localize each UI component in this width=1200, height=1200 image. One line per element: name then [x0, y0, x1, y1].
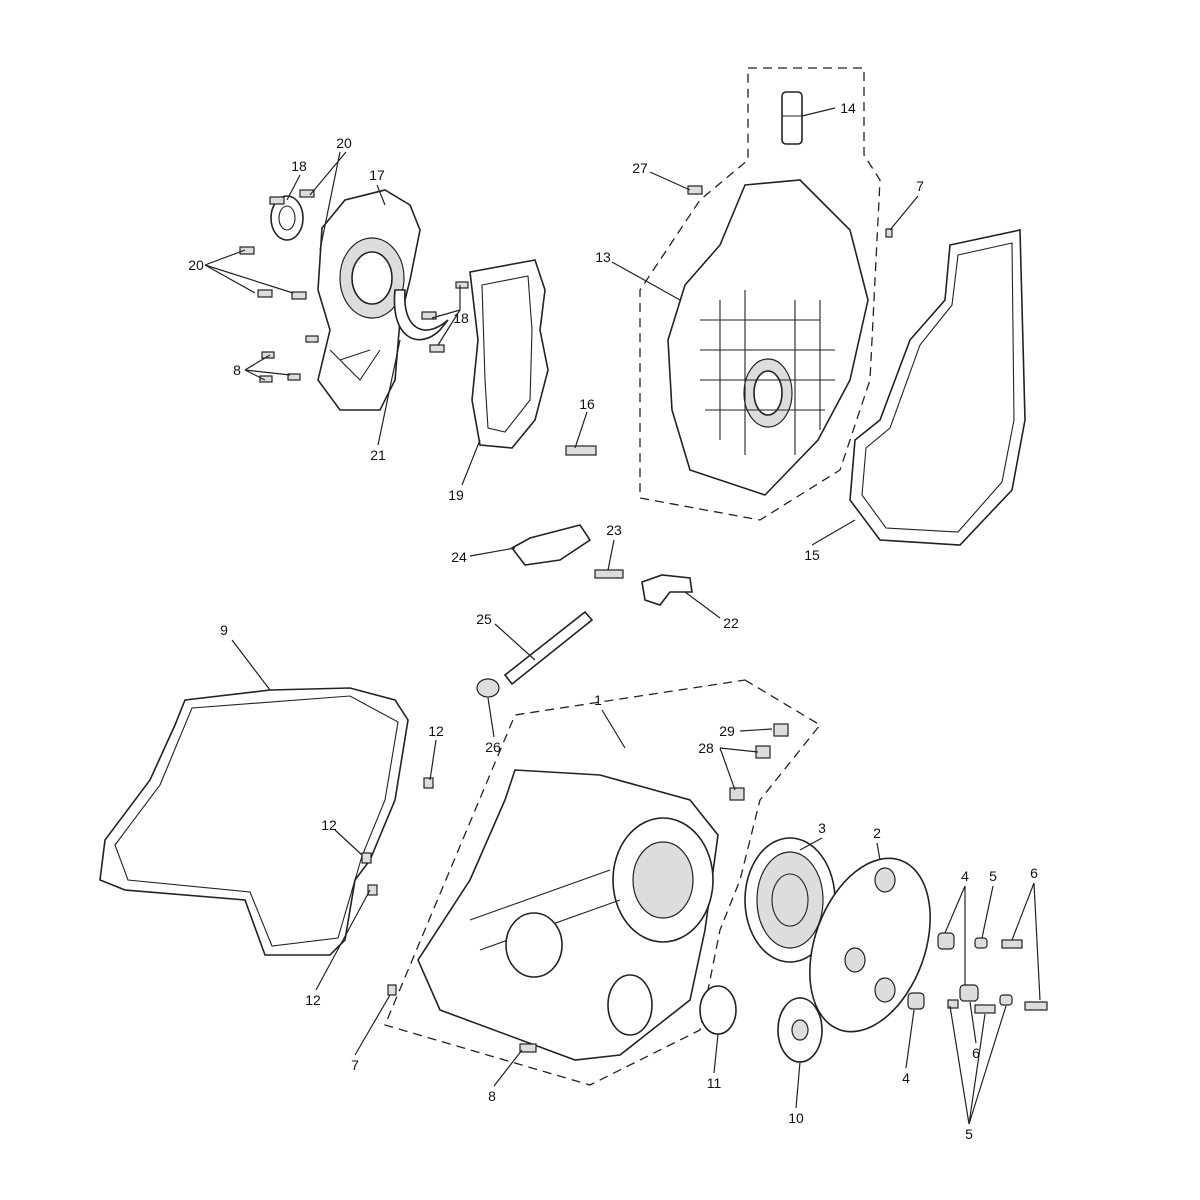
gasket-15: [849, 229, 1026, 546]
sump-gasket-9: [99, 687, 409, 956]
callout-12: 12: [428, 723, 444, 739]
callout-17: 17: [369, 167, 385, 183]
group-outline-1: [384, 679, 821, 1086]
callout-19: 19: [448, 487, 464, 503]
seal-18: [270, 195, 304, 241]
bolt-27: [687, 185, 703, 195]
callout-21: 21: [370, 447, 386, 463]
callout-8: 8: [233, 362, 241, 378]
callout-15: 15: [804, 547, 820, 563]
callout-6: 6: [972, 1045, 980, 1061]
gasket-21: [393, 289, 449, 341]
plug-28a: [755, 745, 771, 759]
dowel-7-top: [885, 228, 893, 238]
callout-20: 20: [336, 135, 352, 151]
callout-18: 18: [291, 158, 307, 174]
callout-23: 23: [606, 522, 622, 538]
group-outline-13: [639, 67, 881, 521]
callout-7: 7: [351, 1057, 359, 1073]
plug-28b: [729, 787, 745, 801]
callout-7: 7: [916, 178, 924, 194]
callout-3: 3: [818, 820, 826, 836]
callout-18: 18: [453, 310, 469, 326]
callout-6: 6: [1030, 865, 1038, 881]
callout-29: 29: [719, 723, 735, 739]
bolt-12c: [367, 884, 378, 896]
alternator-cover-1: [417, 769, 719, 1061]
callout-20: 20: [188, 257, 204, 273]
cover-plate-2: [809, 857, 931, 1033]
callout-4: 4: [902, 1070, 910, 1086]
gasket-19: [469, 259, 549, 449]
bolt-23: [594, 569, 624, 579]
bolts-20-8: [239, 189, 469, 383]
callout-10: 10: [788, 1110, 804, 1126]
callout-16: 16: [579, 396, 595, 412]
callout-1: 1: [594, 692, 602, 708]
callout-26: 26: [485, 739, 501, 755]
callout-28: 28: [698, 740, 714, 756]
dowel-14: [781, 91, 803, 145]
callout-11: 11: [707, 1075, 722, 1091]
o-ring-11: [699, 985, 737, 1035]
callout-5: 5: [965, 1126, 973, 1142]
callout-25: 25: [476, 611, 492, 627]
callout-12: 12: [321, 817, 337, 833]
shaft-25: [503, 610, 594, 686]
callout-14: 14: [840, 100, 856, 116]
callout-5: 5: [989, 868, 997, 884]
bolt-16: [565, 445, 597, 456]
callout-12: 12: [305, 992, 321, 1008]
callout-13: 13: [595, 249, 611, 265]
callout-2: 2: [873, 825, 881, 841]
callout-27: 27: [632, 160, 648, 176]
spring-26: [476, 678, 500, 698]
clutch-cover-13: [667, 179, 869, 496]
callout-22: 22: [723, 615, 739, 631]
plug-29: [773, 723, 789, 737]
bolt-12b: [361, 852, 372, 864]
front-cover-17: [317, 189, 421, 411]
bracket-24: [510, 524, 592, 566]
bolt-8-bottom: [519, 1043, 537, 1053]
callout-4: 4: [961, 868, 969, 884]
callout-9: 9: [220, 622, 228, 638]
arm-22: [641, 574, 693, 606]
leader-lines: [204, 107, 1041, 1125]
callout-24: 24: [451, 549, 467, 565]
dowel-7-bottom: [387, 984, 397, 996]
callout-8: 8: [488, 1088, 496, 1104]
bolt-12a: [423, 777, 434, 789]
fasteners-4-5-6: [907, 932, 1048, 1014]
